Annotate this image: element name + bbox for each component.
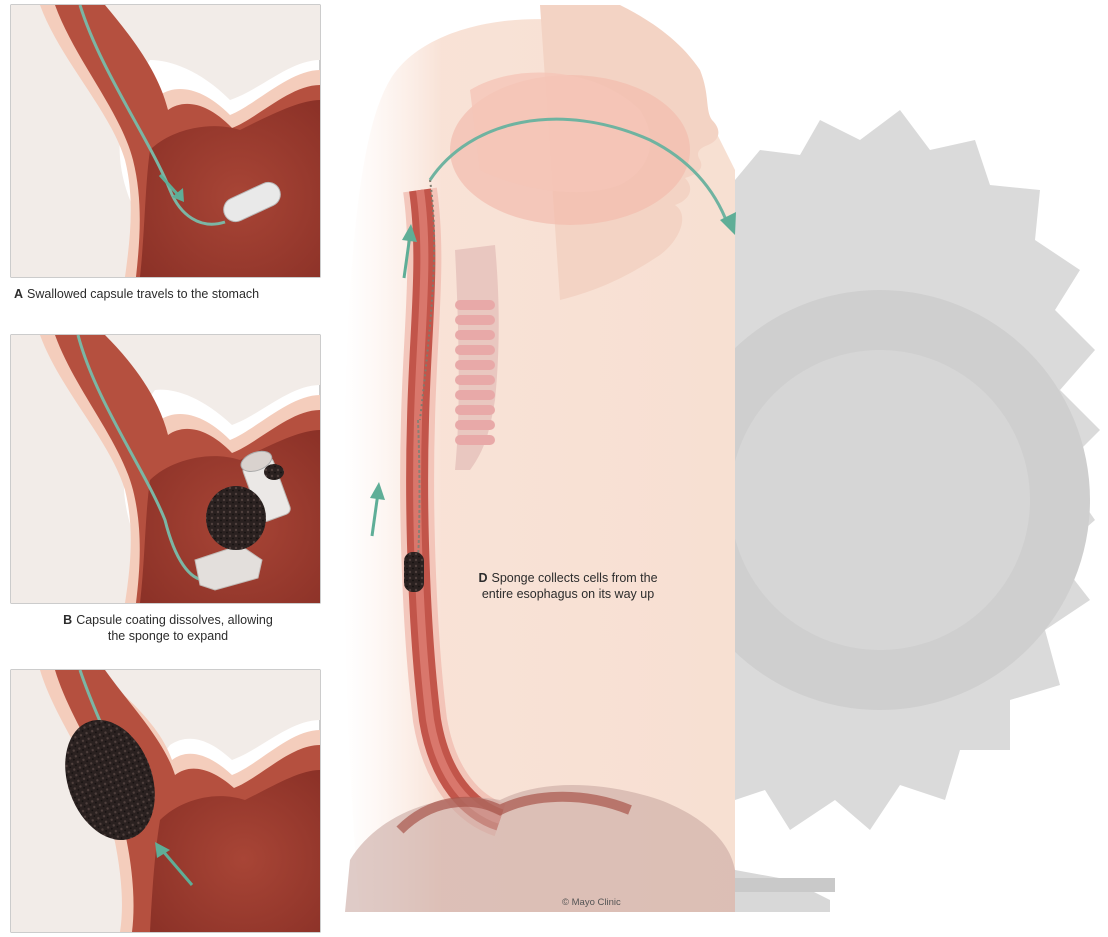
caption-a: A Swallowed capsule travels to the stomac…: [14, 286, 259, 302]
caption-d-line2: entire esophagus on its way up: [453, 586, 683, 602]
panel-c: [11, 670, 320, 932]
caption-d-line1-wrap: D Sponge collects cells from the: [453, 570, 683, 586]
caption-b: B Capsule coating dissolves, allowing the…: [38, 612, 298, 644]
caption-d: D Sponge collects cells from the entire e…: [453, 570, 683, 602]
caption-b-letter: B: [63, 613, 72, 627]
caption-b-line1: Capsule coating dissolves, allowing: [76, 613, 273, 627]
caption-b-line2: the sponge to expand: [38, 628, 298, 644]
caption-a-letter: A: [14, 287, 23, 301]
caption-d-line1: Sponge collects cells from the: [491, 571, 657, 585]
panel-b: [11, 335, 320, 603]
copyright-credit: © Mayo Clinic: [562, 897, 621, 908]
panel-a: [11, 5, 320, 277]
caption-a-text: Swallowed capsule travels to the stomach: [27, 287, 259, 301]
caption-d-letter: D: [478, 571, 487, 585]
panel-d: [330, 5, 736, 912]
caption-b-line1-wrap: B Capsule coating dissolves, allowing: [38, 612, 298, 628]
